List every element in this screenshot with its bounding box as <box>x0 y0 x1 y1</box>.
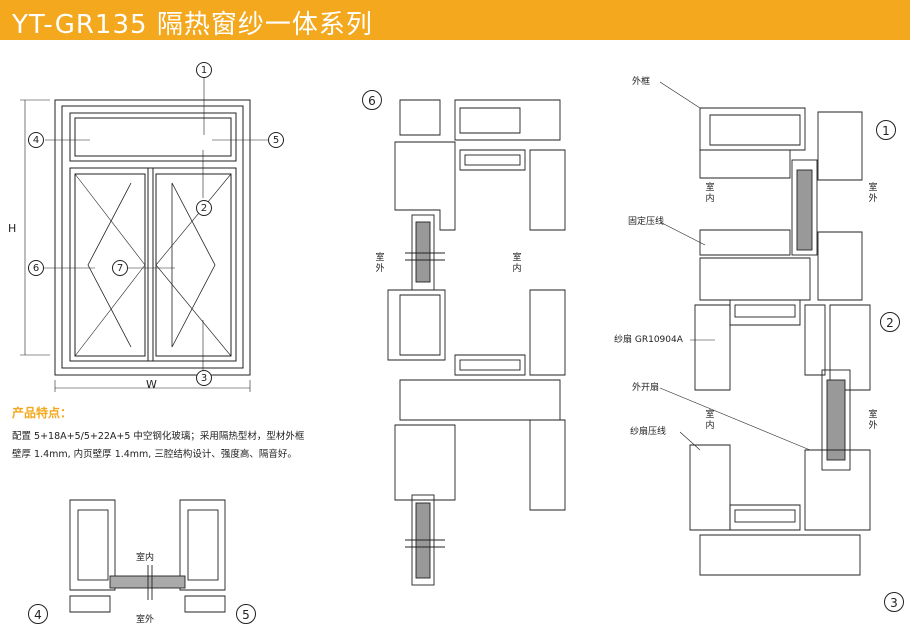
features-line-1: 配置 5+18A+5/5+22A+5 中空钢化玻璃；采用隔热型材，型材外框 <box>12 431 305 442</box>
screen-sash-label: 纱扇 GR10904A <box>614 335 683 345</box>
section-drawing-1-2-3 <box>659 81 871 576</box>
screen-bead-label: 纱扇压线 <box>630 427 667 437</box>
window-elevation <box>20 77 268 392</box>
features-line-2: 壁厚 1.4mm, 内页壁厚 1.4mm, 三腔结构设计、强度高、隔音好。 <box>12 449 297 460</box>
callout-4: 4 <box>28 132 44 148</box>
section-r-callout-1: 1 <box>876 120 896 140</box>
section-r-outside-label-top: 室外 <box>868 183 878 204</box>
outward-sash-label: 外开扇 <box>632 383 660 393</box>
section-6-callout: 6 <box>362 90 382 110</box>
width-dimension-label: W <box>146 378 157 391</box>
callout-3: 3 <box>196 370 212 386</box>
callout-5: 5 <box>268 132 284 148</box>
section-drawing-6 <box>387 99 566 586</box>
features-title: 产品特点： <box>12 406 73 420</box>
section-45-outside-label: 室外 <box>136 615 155 625</box>
section-r-callout-2: 2 <box>880 312 900 332</box>
section-6-outside-label: 室外 <box>375 253 385 274</box>
section-drawing-4-5 <box>69 499 226 613</box>
outer-frame-label: 外框 <box>632 77 651 87</box>
callout-6: 6 <box>28 260 44 276</box>
height-dimension-label: H <box>8 222 17 235</box>
callout-2: 2 <box>196 200 212 216</box>
section-r-outside-label-bottom: 室外 <box>868 410 878 431</box>
section-45-inside-label: 室内 <box>136 553 155 563</box>
title-bar: YT-GR135 隔热窗纱一体系列 <box>0 0 910 40</box>
section-r-callout-3: 3 <box>884 592 904 612</box>
section-45-callout-right: 5 <box>236 604 256 624</box>
callout-7: 7 <box>112 260 128 276</box>
section-r-inside-label-bottom: 室内 <box>705 410 715 431</box>
section-6-inside-label: 室内 <box>512 253 522 274</box>
section-r-inside-label-top: 室内 <box>705 183 715 204</box>
page-title: YT-GR135 隔热窗纱一体系列 <box>12 10 373 40</box>
fixed-bead-label: 固定压线 <box>628 217 665 227</box>
section-45-callout-left: 4 <box>28 604 48 624</box>
callout-1: 1 <box>196 62 212 78</box>
